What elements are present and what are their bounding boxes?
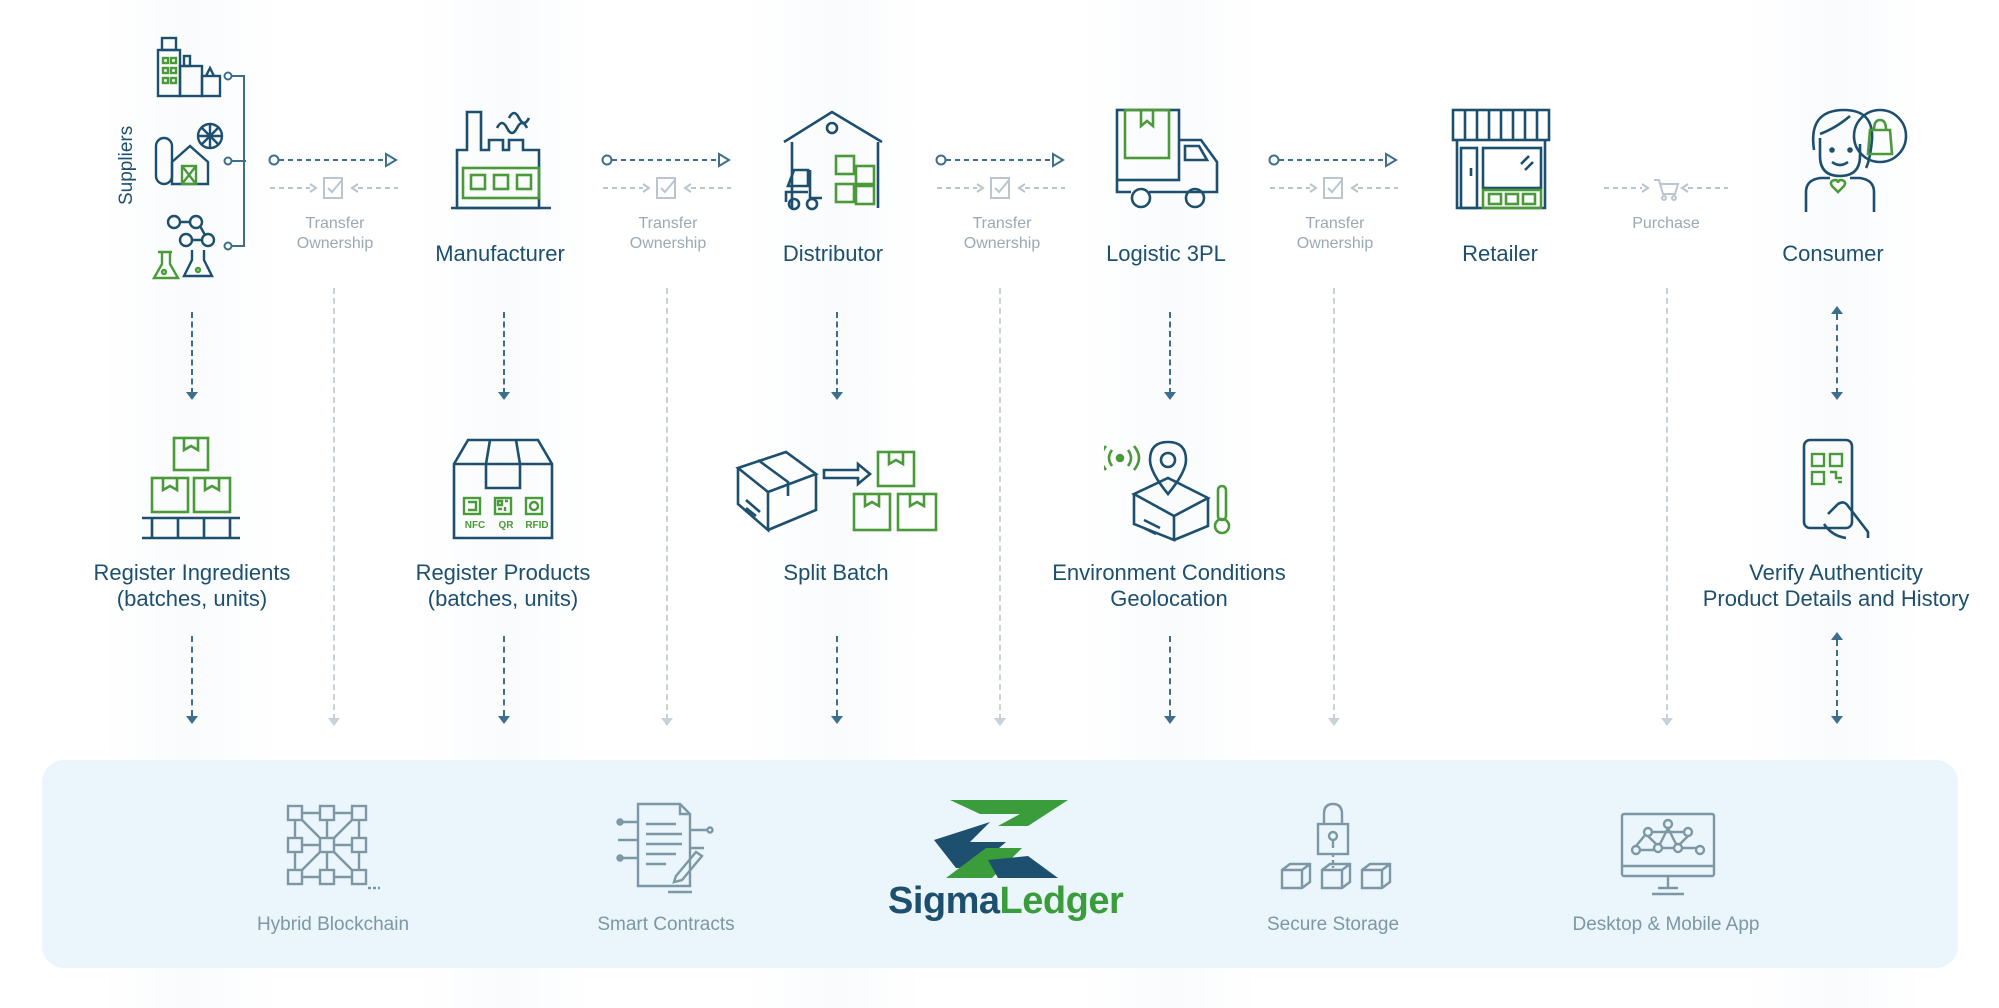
flow-arrow [836,636,838,716]
action-label-register-ingredients: Register Ingredients(batches, units) [93,560,291,611]
monitor-network-icon [1620,812,1716,896]
transfer-to-ledger-line [999,288,1001,720]
stacked-boxes-icon [142,436,240,540]
tech-label-secure-storage: Secure Storage [1266,914,1400,935]
transfer-to-ledger-arrow [1661,718,1673,726]
flow-arrow-head [498,392,510,400]
sigmaledger-wordmark: SigmaLedger [888,880,1124,923]
check-document-icon [323,177,343,199]
flow-arrow-head [1164,716,1176,724]
flow-arrow-head [1831,716,1843,724]
transfer-to-ledger-line [666,288,668,720]
delivery-truck-icon [1115,108,1219,209]
flow-arrow [191,312,193,394]
warehouse-forklift-icon [783,110,883,211]
logo-sigma: Sigma [888,880,1000,922]
transfer-to-ledger-line [1333,288,1335,720]
cart-icon [1654,179,1680,201]
stage-label-retailer: Retailer [1462,241,1538,266]
rfid-tag-label: RFID [525,520,549,531]
lock-storage-icon [1280,802,1392,890]
transfer-connector [268,152,398,199]
flow-arrow-head [1831,306,1843,314]
flow-arrow-head [1164,392,1176,400]
flow-arrow [503,636,505,716]
tagged-box-icon [452,438,554,540]
flow-arrow-head [498,716,510,724]
consumer-avatar-icon [1804,108,1908,212]
contract-document-icon [616,802,714,894]
flow-arrow-head [186,716,198,724]
manufacturer-factory-icon [451,110,551,210]
retail-store-icon [1451,108,1551,210]
check-document-icon [990,177,1010,199]
suppliers-text: Suppliers [116,125,137,205]
flow-arrow [503,312,505,394]
transfer-to-ledger-line [333,288,335,720]
flow-arrow-head [831,716,843,724]
flow-arrow [1169,636,1171,716]
sensor-box-icon [1104,440,1231,542]
tech-label-hybrid-blockchain: Hybrid Blockchain [256,914,410,935]
purchase-label: Purchase [1632,215,1700,232]
action-label-split-batch: Split Batch [783,560,889,585]
check-document-icon [1323,177,1343,199]
flow-arrow [191,636,193,716]
phone-qr-icon [1802,438,1870,540]
transfer-to-ledger-arrow [328,718,340,726]
stage-label-manufacturer: Manufacturer [435,241,565,266]
transfer-connector [935,152,1065,199]
transfer-connector [1268,152,1398,199]
transfer-to-ledger-arrow [661,718,673,726]
transfer-to-ledger-arrow [1328,718,1340,726]
flow-arrow [1169,312,1171,394]
chemistry-icon [152,214,216,280]
farm-icon [154,122,224,186]
flow-arrow-head [186,392,198,400]
transfer-to-ledger-line [1666,288,1668,720]
flow-arrow [1836,314,1838,394]
nfc-tag-label: NFC [464,520,486,531]
action-label-register-products: Register Products(batches, units) [415,560,591,611]
sigmaledger-logo-mark [934,800,1068,878]
qr-tag-label: QR [498,520,514,531]
tech-label-desktop-mobile: Desktop & Mobile App [1572,914,1760,935]
tech-label-smart-contracts: Smart Contracts [597,914,735,935]
logo-ledger: Ledger [999,880,1124,922]
flow-arrow [836,312,838,394]
transfer-to-ledger-arrow [994,718,1006,726]
flow-arrow-head [831,392,843,400]
supplier-bracket [223,71,246,251]
flow-arrow [1836,640,1838,716]
stage-label-logistic: Logistic 3PL [1106,241,1226,266]
transfer-connector [601,152,731,199]
stage-label-distributor: Distributor [782,241,884,266]
split-boxes-icon [735,450,938,533]
purchase-connector [1604,179,1728,201]
blockchain-network-icon [286,804,380,890]
stage-label-consumer: Consumer [1782,241,1884,266]
flow-arrow-head [1831,392,1843,400]
check-document-icon [656,177,676,199]
factory-icon [156,36,222,98]
flow-arrow-head [1831,632,1843,640]
